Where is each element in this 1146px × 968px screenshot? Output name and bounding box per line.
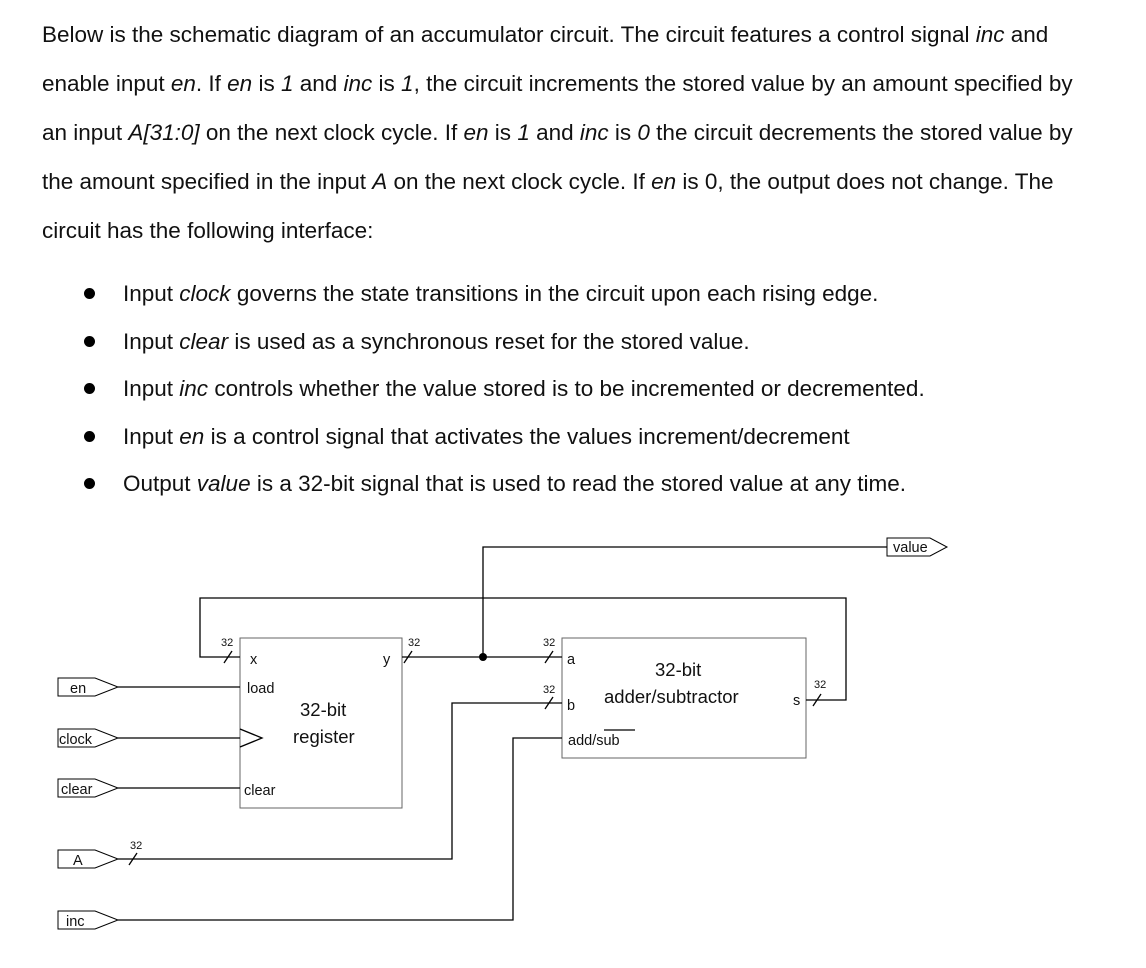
register-pin-load: load <box>247 681 274 697</box>
intro-a-bus: A[31:0] <box>128 120 200 145</box>
bus-slash <box>128 852 138 866</box>
list-item: Output value is a 32-bit signal that is … <box>82 460 1082 508</box>
interface-list: Input clock governs the state transition… <box>82 270 1082 508</box>
adder-pin-sub: sub <box>596 733 619 749</box>
intro-text: . If <box>195 71 228 96</box>
adder-pin-s: s <box>793 693 800 709</box>
intro-paragraph: Below is the schematic diagram of an acc… <box>42 10 1102 255</box>
list-item: Input clock governs the state transition… <box>82 270 1082 318</box>
bus-width-label: 32 <box>543 637 555 649</box>
bullet-pre: Output <box>123 471 197 496</box>
list-item: Input inc controls whether the value sto… <box>82 365 1082 413</box>
bullet-signal: clear <box>179 328 229 354</box>
adder-title: adder/subtractor <box>604 686 739 707</box>
inc-input-tag <box>57 910 120 930</box>
bus-width-label: 32 <box>221 637 233 649</box>
intro-en: en <box>463 120 489 145</box>
a-input-tag <box>57 849 120 869</box>
register-title: 32-bit <box>300 699 346 720</box>
clock-input-label: clock <box>59 732 93 748</box>
intro-text: is <box>372 71 402 96</box>
intro-en: en <box>651 169 677 194</box>
a-bus-wire <box>118 702 562 860</box>
intro-text: and <box>293 71 344 96</box>
value-bus-wire <box>482 546 887 657</box>
clock-input-tag <box>57 728 120 748</box>
register-pin-clear: clear <box>244 783 276 799</box>
s-feedback-wire <box>199 597 847 701</box>
adder-pin-a: a <box>567 652 576 668</box>
bullet-pre: Input <box>123 423 180 449</box>
intro-text: is <box>488 120 518 145</box>
intro-text: and <box>529 120 580 145</box>
register-block <box>239 637 403 809</box>
adder-pin-addsub: add/sub <box>568 733 620 749</box>
bus-slash <box>403 650 413 664</box>
bullet-signal: value <box>196 471 251 496</box>
intro-one: 1 <box>517 120 530 145</box>
clear-input-label: clear <box>61 782 93 798</box>
bullet-signal: clock <box>179 281 231 306</box>
intro-en: en <box>170 71 196 96</box>
bullet-post: is a 32-bit signal that is used to read … <box>250 471 906 496</box>
value-output-label: value <box>893 540 928 556</box>
bullet-signal: inc <box>179 376 209 401</box>
list-item: Input en is a control signal that activa… <box>82 413 1082 461</box>
bus-slash <box>223 650 233 664</box>
intro-text: the circuit decrements the stored value … <box>42 120 1073 194</box>
bus-slash <box>544 650 554 664</box>
adder-subtractor-block <box>561 637 807 759</box>
intro-text: is <box>608 120 638 145</box>
junction-dot <box>479 653 487 661</box>
intro-inc: inc <box>975 22 1005 47</box>
bus-width-label: 32 <box>543 684 555 696</box>
bullet-post: controls whether the value stored is to … <box>208 376 925 401</box>
intro-text: on the next clock cycle. If <box>199 120 464 145</box>
bus-width-label: 32 <box>814 679 826 691</box>
intro-inc: inc <box>343 71 373 96</box>
list-item: Input clear is used as a synchronous res… <box>82 318 1082 366</box>
intro-text: on the next clock cycle. If <box>387 169 652 194</box>
intro-zero: 0 <box>637 120 650 145</box>
inc-input-label: inc <box>66 914 85 930</box>
inc-wire <box>118 737 562 921</box>
value-output-tag <box>886 537 949 557</box>
intro-text: is <box>252 71 281 96</box>
bus-width-label: 32 <box>408 637 420 649</box>
bus-width-label: 32 <box>130 840 142 852</box>
a-input-label: A <box>73 853 83 869</box>
intro-a: A <box>372 169 388 194</box>
adder-title: 32-bit <box>655 659 701 680</box>
clock-triangle-icon <box>239 728 264 748</box>
bullet-pre: Input <box>123 376 180 401</box>
bullet-signal: en <box>179 423 205 449</box>
intro-one: 1 <box>401 71 414 96</box>
intro-en: en <box>227 71 253 96</box>
bullet-post: is used as a synchronous reset for the s… <box>228 328 750 354</box>
bullet-pre: Input <box>123 281 180 306</box>
bus-slash <box>544 696 554 710</box>
intro-text: and enable input <box>42 22 1049 96</box>
register-pin-y: y <box>383 652 391 668</box>
bullet-pre: Input <box>123 328 180 354</box>
en-input-tag <box>57 677 120 697</box>
register-title: register <box>293 726 355 747</box>
adder-pin-add: add/ <box>568 733 597 749</box>
bullet-post: governs the state transitions in the cir… <box>230 281 879 306</box>
intro-text: Below is the schematic diagram of an acc… <box>42 22 976 47</box>
bullet-post: is a control signal that activates the v… <box>204 423 850 449</box>
intro-text: is 0, the output does not change. The ci… <box>42 169 1054 243</box>
bus-slash <box>812 693 822 707</box>
register-pin-x: x <box>250 652 258 668</box>
intro-inc: inc <box>579 120 609 145</box>
en-input-label: en <box>70 681 86 697</box>
intro-text: , the circuit increments the stored valu… <box>42 71 1073 145</box>
clear-input-tag <box>57 778 120 798</box>
adder-pin-b: b <box>567 698 575 714</box>
intro-one: 1 <box>280 71 294 96</box>
